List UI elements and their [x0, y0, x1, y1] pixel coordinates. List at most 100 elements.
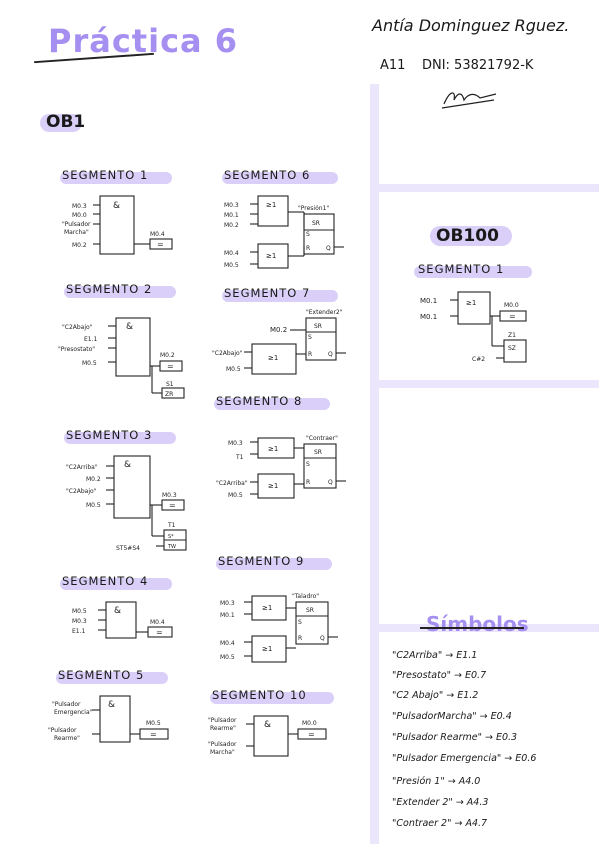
ob100-diagram: ≥1 M0.1 M0.1 = M0.0 SZ Z1 C#2 [420, 291, 527, 363]
seg9-highlight [216, 558, 332, 570]
s5-coil: = [150, 730, 157, 739]
s1-out: M0.4 [150, 231, 165, 238]
s1-in-4: M0.2 [72, 242, 87, 249]
ob100-out2: Z1 [508, 332, 516, 339]
s8-or: ≥1 [268, 445, 278, 453]
s6-or-in-2: M0.2 [224, 222, 239, 229]
segment-3-title: SEGMENTO 3 [66, 428, 153, 442]
segment-8-diagram: ≥1 M0.3 T1 ≥1 "C2Arriba" M0.5 SR S R Q "… [216, 435, 346, 499]
symbol-item: "C2Arriba" → E1.1 [392, 650, 478, 661]
s7-sr: SR [314, 323, 322, 330]
seg5-highlight [56, 672, 168, 684]
s10-in-3: Marcha" [210, 749, 235, 756]
s10-in-0: "Pulsador [208, 717, 237, 724]
seg3-highlight [64, 432, 176, 444]
s7-q: Q [328, 351, 333, 358]
s4-gate: & [114, 606, 121, 616]
s5-in-3: Rearme" [54, 735, 80, 742]
s8-or2-in-1: M0.5 [228, 492, 243, 499]
column-divider [370, 84, 379, 844]
segment-4-title: SEGMENTO 4 [62, 574, 149, 588]
s1-gate: & [113, 201, 120, 211]
s4-coil: = [156, 628, 163, 637]
symbol-item: "Presión 1" → A4.0 [392, 776, 481, 787]
s10-out: M0.0 [302, 720, 317, 727]
s3-timer-label: T1 [167, 522, 176, 529]
ob100-in-0: M0.1 [420, 297, 437, 305]
signature [441, 92, 497, 109]
s7-top-input: M0.2 [270, 326, 287, 334]
s3-out: M0.3 [162, 492, 177, 499]
s2-coil: = [167, 362, 174, 371]
s4-in-1: M0.3 [72, 618, 87, 625]
s8-sr: SR [314, 449, 322, 456]
s6-or-in-1: M0.1 [224, 212, 239, 219]
s4-in-0: M0.5 [72, 608, 87, 615]
s3-in-2: "C2Abajo" [66, 488, 97, 495]
s8-s: S [306, 461, 310, 468]
s9-sr-label: "Taladro" [292, 593, 319, 600]
s2-gate: & [126, 322, 133, 332]
segment-7-diagram: M0.2 ≥1 "C2Abajo" M0.5 SR S R Q "Extende… [212, 309, 346, 375]
ob1-highlight [40, 114, 82, 132]
seg2-highlight [64, 286, 176, 298]
seg8-highlight [214, 398, 330, 410]
s2-in-0: "C2Abajo" [62, 324, 93, 331]
divider-1 [370, 184, 599, 192]
segment-2-title: SEGMENTO 2 [66, 282, 153, 296]
s6-or: ≥1 [266, 201, 276, 209]
s6-s: S [306, 231, 310, 238]
seg10-highlight [210, 692, 334, 704]
seg7-highlight [222, 290, 338, 302]
symbols-title: Símbolos [426, 612, 529, 636]
ob1-label: OB1 [46, 112, 86, 132]
symbol-item: "C2 Abajo" → E1.2 [392, 690, 479, 701]
s2-out2: S1 [166, 381, 174, 388]
s8-or2-in-0: "C2Arriba" [216, 480, 248, 487]
s6-or2-in-1: M0.5 [224, 262, 239, 269]
s7-or-in-1: M0.5 [226, 366, 241, 373]
s2-in-1: E1.1 [84, 336, 98, 343]
s9-or2-in-0: M0.4 [220, 640, 235, 647]
seg4-highlight [60, 578, 172, 590]
s1-in-3: Marcha" [64, 229, 89, 236]
author-id-line: A11 DNI: 53821792-K [380, 58, 533, 73]
s3-in-3: M0.5 [86, 502, 101, 509]
s6-r: R [306, 245, 310, 252]
s6-or2-in-0: M0.4 [224, 250, 239, 257]
s7-or: ≥1 [268, 354, 278, 362]
s9-or-in-0: M0.3 [220, 600, 235, 607]
segment-10-title: SEGMENTO 10 [212, 688, 307, 702]
s7-r: R [308, 351, 312, 358]
s2-out: M0.2 [160, 352, 175, 359]
symbol-item: "Pulsador Rearme" → E0.3 [392, 732, 518, 743]
ob100-out1: M0.0 [504, 302, 519, 309]
s2-in-2: "Presostato" [58, 346, 95, 353]
s3-timer-tw: TW [167, 544, 176, 550]
seg6-highlight [222, 172, 338, 184]
segment-4-diagram: & M0.5 M0.3 E1.1 = M0.4 [72, 601, 173, 639]
s9-q: Q [320, 635, 325, 642]
segment-7-title: SEGMENTO 7 [224, 286, 311, 300]
s8-sr-label: "Contraer" [306, 435, 338, 442]
s2-coil2: ZR [165, 391, 173, 398]
divider-2 [370, 380, 599, 388]
s10-in-2: "Pulsador [208, 741, 237, 748]
segment-6-title: SEGMENTO 6 [224, 168, 311, 182]
s5-in-2: "Pulsador [48, 727, 77, 734]
s5-out: M0.5 [146, 720, 161, 727]
ob100-label: OB100 [436, 226, 499, 246]
s6-q: Q [326, 245, 331, 252]
ob100-seg-highlight [414, 266, 532, 278]
s10-gate: & [264, 720, 271, 730]
author-name: Antía Dominguez Rguez. [372, 16, 570, 35]
symbol-item: "Pulsador Emergencia" → E0.6 [392, 753, 537, 764]
s3-in-1: M0.2 [86, 476, 101, 483]
s8-or-in-0: M0.3 [228, 440, 243, 447]
s7-sr-label: "Extender2" [306, 309, 343, 316]
symbol-item: "PulsadorMarcha" → E0.4 [392, 711, 512, 722]
s3-timer-s: S* [168, 534, 174, 540]
s1-in-0: M0.3 [72, 203, 87, 210]
s6-sr: SR [312, 220, 320, 227]
s5-gate: & [108, 700, 115, 710]
